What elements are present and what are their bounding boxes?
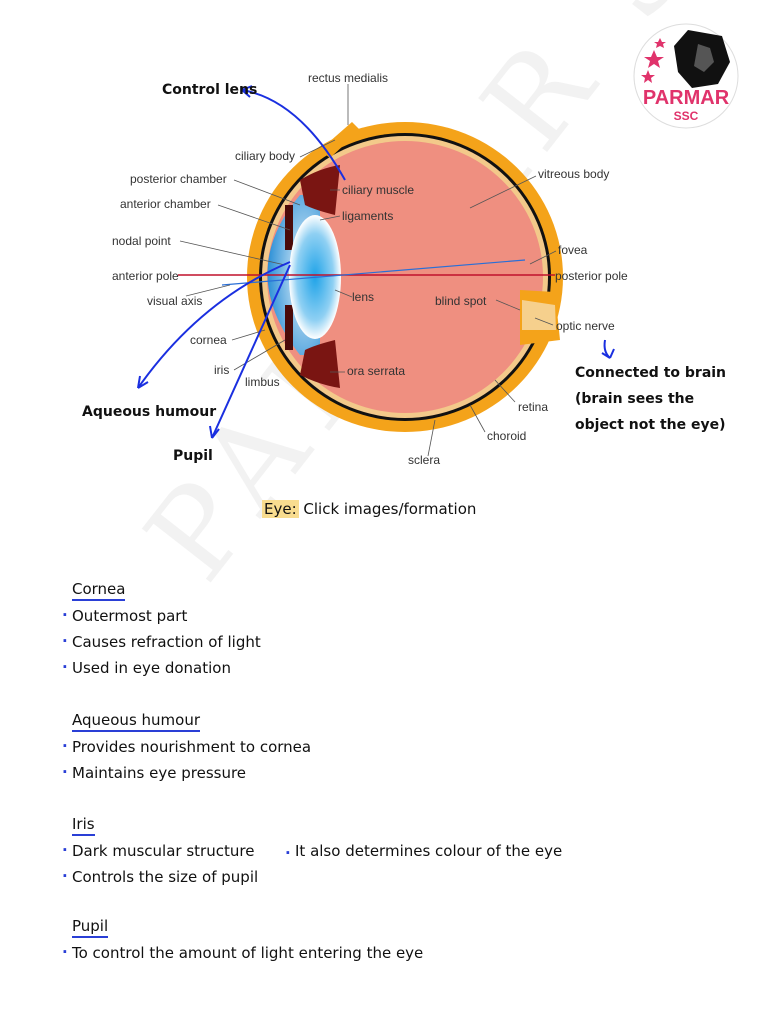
- label-posterior-chamber: posterior chamber: [130, 172, 227, 186]
- annotation-pupil: Pupil: [173, 448, 213, 464]
- list-item: Outermost part: [62, 602, 261, 629]
- eyeball-shape: [178, 122, 563, 432]
- label-sclera: sclera: [408, 453, 440, 467]
- handwritten-annotations: Control lens Aqueous humour Pupil Connec…: [82, 82, 726, 464]
- label-anterior-pole: anterior pole: [112, 269, 179, 283]
- eye-diagram: rectus medialis ciliary body posterior c…: [82, 71, 726, 467]
- section-iris: Iris Dark muscular structure Controls th…: [62, 811, 258, 890]
- section-pupil: Pupil To control the amount of light ent…: [62, 913, 423, 966]
- leader-lines: [179, 84, 557, 457]
- label-limbus: limbus: [245, 375, 280, 389]
- logo-subtext: SSC: [674, 109, 699, 123]
- annotation-brain-line3: object not the eye): [575, 417, 726, 433]
- label-anterior-chamber: anterior chamber: [120, 197, 211, 211]
- label-visual-axis: visual axis: [147, 294, 202, 308]
- label-ligaments: ligaments: [342, 209, 393, 223]
- section-title: Iris: [72, 814, 95, 836]
- diagram-labels: rectus medialis ciliary body posterior c…: [112, 71, 628, 467]
- logo-text: PARMAR: [643, 87, 730, 109]
- label-lens: lens: [352, 290, 374, 304]
- annotation-aqueous-humour: Aqueous humour: [82, 404, 216, 420]
- caption-highlight: Eye:: [262, 500, 299, 518]
- list-item: To control the amount of light entering …: [62, 939, 423, 966]
- label-ciliary-body: ciliary body: [235, 149, 295, 163]
- list-item: Controls the size of pupil: [62, 863, 258, 890]
- list-item: Used in eye donation: [62, 654, 261, 681]
- list-item: Maintains eye pressure: [62, 759, 311, 786]
- annotation-brain-line2: (brain sees the: [575, 391, 694, 407]
- label-ora-serrata: ora serrata: [347, 364, 405, 378]
- annotation-control-lens: Control lens: [162, 82, 257, 98]
- section-cornea: Cornea Outermost part Causes refraction …: [62, 576, 261, 681]
- list-item: Dark muscular structure: [62, 837, 258, 864]
- label-fovea: fovea: [558, 243, 588, 257]
- caption-text: Click images/formation: [298, 500, 477, 518]
- label-cornea: cornea: [190, 333, 227, 347]
- section-aqueous-humour: Aqueous humour Provides nourishment to c…: [62, 707, 311, 786]
- label-choroid: choroid: [487, 429, 526, 443]
- list-item: Causes refraction of light: [62, 628, 261, 655]
- label-rectus-medialis: rectus medialis: [308, 71, 388, 85]
- label-nodal-point: nodal point: [112, 234, 171, 248]
- list-item: Provides nourishment to cornea: [62, 733, 311, 760]
- section-title: Cornea: [72, 579, 126, 601]
- iris-extra-note: It also determines colour of the eye: [285, 842, 562, 862]
- label-blind-spot: blind spot: [435, 294, 487, 308]
- label-optic-nerve: optic nerve: [556, 319, 615, 333]
- annotation-brain-line1: Connected to brain: [575, 365, 726, 381]
- label-ciliary-muscle: ciliary muscle: [342, 183, 414, 197]
- section-title: Aqueous humour: [72, 710, 200, 732]
- label-posterior-pole: posterior pole: [555, 269, 628, 283]
- label-iris: iris: [214, 363, 229, 377]
- section-title: Pupil: [72, 916, 109, 938]
- label-retina: retina: [518, 400, 548, 414]
- figure-caption: Eye: Click images/formation: [262, 500, 476, 518]
- annotation-arrows: [137, 85, 615, 439]
- label-vitreous-body: vitreous body: [538, 167, 609, 181]
- parmar-ssc-logo: PARMAR SSC: [633, 23, 739, 129]
